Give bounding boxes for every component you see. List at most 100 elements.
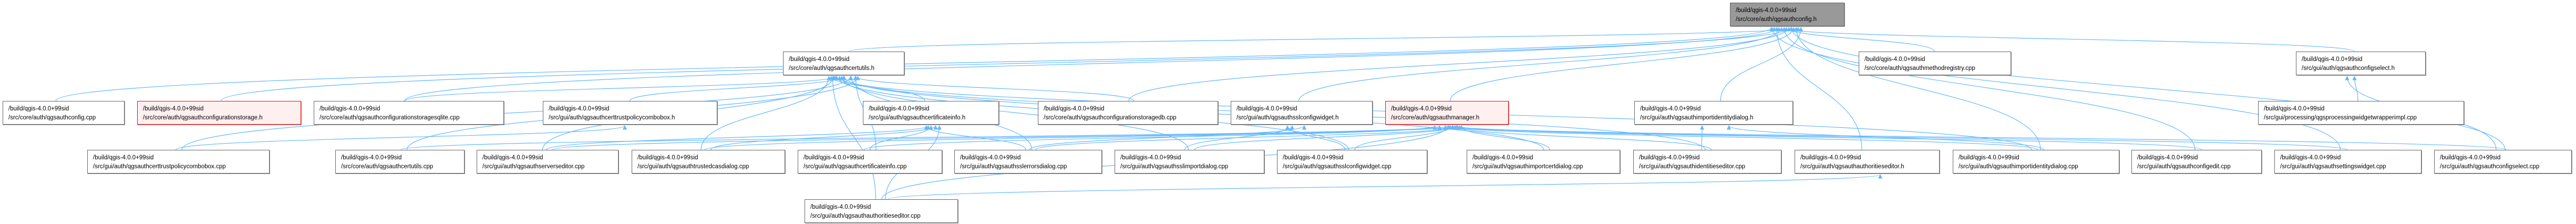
edge-serverseditor-cpp-to-certinfo-h	[545, 125, 931, 150]
node-label-line2: /src/core/auth/qgsauthconfig.cpp	[8, 115, 96, 121]
graph-node-certtrustcombo-h[interactable]: /build/qgis-4.0.0+99sid/src/gui/auth/qgs…	[543, 101, 717, 125]
graph-node-sslerrors-cpp[interactable]: /build/qgis-4.0.0+99sid/src/gui/auth/qgs…	[954, 150, 1102, 174]
node-label-line1: /build/qgis-4.0.0+99sid	[803, 155, 864, 161]
node-label-line1: /build/qgis-4.0.0+99sid	[1283, 155, 1344, 161]
node-label-line2: /src/gui/auth/qgsauthcerttrustpolicycomb…	[93, 164, 226, 170]
node-label-line2: /src/gui/auth/qgsauthconfigedit.cpp	[2137, 164, 2231, 170]
node-label-line1: /build/qgis-4.0.0+99sid	[2137, 155, 2198, 161]
node-label-line1: /build/qgis-4.0.0+99sid	[1640, 106, 1701, 112]
node-label-line2: /src/gui/auth/qgsauthsettingswidget.cpp	[2280, 164, 2386, 170]
node-label-line2: /src/gui/auth/qgsauthimportcertdialog.cp…	[1472, 164, 1583, 170]
edge-cfgstoragedb-cpp-to-certutils-h	[853, 76, 1135, 101]
edge-sslerrors-cpp-to-certinfo-h	[924, 125, 1026, 150]
edge-importidentity-cpp-to-config-h	[1794, 27, 2041, 150]
edge-configselect-h-to-config-h	[1772, 27, 2355, 52]
edge-trustedcas-cpp-to-certinfo-h	[710, 125, 938, 150]
node-label-line2: /src/gui/processing/qgsprocessingwidgetw…	[2264, 115, 2417, 121]
edge-certinfo-cpp-to-manager-h	[863, 125, 1437, 150]
node-label-line1: /build/qgis-4.0.0+99sid	[789, 56, 850, 63]
node-label-line2: /src/gui/auth/qgsauthconfigselect.cpp	[2440, 164, 2540, 170]
graph-node-authoritieseditor-h[interactable]: /build/qgis-4.0.0+99sid/src/gui/auth/qgs…	[1795, 150, 1940, 174]
node-label-line1: /build/qgis-4.0.0+99sid	[1472, 155, 1533, 161]
edge-certutils-h-to-config-h	[849, 27, 1800, 52]
graph-node-importidentity-h[interactable]: /build/qgis-4.0.0+99sid/src/gui/auth/qgs…	[1634, 101, 1793, 125]
edge-sslconfigwidget-cpp-to-sslconfigwidget-h	[1285, 125, 1346, 150]
edge-configselect-cpp-to-manager-h	[1451, 125, 2507, 150]
edge-sslimport-cpp-to-certutils-h	[839, 76, 1189, 150]
edge-manager-h-to-config-h	[1449, 27, 1796, 101]
graph-node-config-cpp[interactable]: /build/qgis-4.0.0+99sid/src/core/auth/qg…	[3, 101, 125, 125]
graph-node-importidentity-cpp[interactable]: /build/qgis-4.0.0+99sid/src/gui/auth/qgs…	[1953, 150, 2119, 174]
edge-certtrustcombo-h-to-certutils-h	[629, 76, 846, 101]
node-label-line2: /src/gui/auth/qgsauthsslconfigwidget.cpp	[1283, 164, 1392, 170]
node-label-line2: /src/gui/auth/qgsauthsslerrorsdialog.cpp	[960, 164, 1067, 170]
graph-node-importcert-cpp[interactable]: /build/qgis-4.0.0+99sid/src/gui/auth/qgs…	[1467, 150, 1620, 174]
graph-node-certinfo-cpp[interactable]: /build/qgis-4.0.0+99sid/src/gui/auth/qgs…	[798, 150, 942, 174]
edge-cfgstoragesqlite-cpp-to-certutils-h	[404, 76, 838, 101]
node-label-line2: /src/core/auth/qgsauthcertutils.h	[789, 65, 874, 72]
edge-certtrustcombo-cpp-to-certtrustcombo-h	[175, 125, 627, 150]
graph-node-certinfo-h[interactable]: /build/qgis-4.0.0+99sid/src/gui/auth/qgs…	[863, 101, 999, 125]
node-label-line2: /src/gui/auth/qgsauthimportidentitydialo…	[1640, 115, 1754, 121]
edge-authoritieseditor-cpp-to-authoritieseditor-h	[887, 174, 1882, 200]
graph-node-procwrapper-cpp[interactable]: /build/qgis-4.0.0+99sid/src/gui/processi…	[2258, 101, 2464, 125]
node-label-line1: /build/qgis-4.0.0+99sid	[482, 155, 543, 161]
graph-node-serverseditor-cpp[interactable]: /build/qgis-4.0.0+99sid/src/gui/auth/qgs…	[477, 150, 619, 174]
node-label-line2: /src/core/auth/qgsauthcertutils.cpp	[341, 164, 434, 170]
edge-authoritieseditor-h-to-config-h	[1774, 27, 1862, 150]
node-label-line1: /build/qgis-4.0.0+99sid	[2302, 56, 2363, 63]
graph-node-manager-h[interactable]: /build/qgis-4.0.0+99sid/src/core/auth/qg…	[1385, 101, 1509, 125]
edge-settingswidget-cpp-to-manager-h	[1443, 125, 2348, 150]
graph-node-configedit-cpp[interactable]: /build/qgis-4.0.0+99sid/src/gui/auth/qgs…	[2131, 150, 2262, 174]
node-label-line1: /build/qgis-4.0.0+99sid	[1959, 155, 2019, 161]
node-label-line2: /src/gui/auth/qgsauthauthoritieseditor.h	[1800, 164, 1904, 170]
node-label-line1: /build/qgis-4.0.0+99sid	[1120, 155, 1181, 161]
node-label-line1: /build/qgis-4.0.0+99sid	[810, 204, 871, 210]
node-label-line1: /build/qgis-4.0.0+99sid	[341, 155, 402, 161]
edge-importcert-cpp-to-manager-h	[1457, 125, 1550, 150]
edge-cfgstoragedb-cpp-to-config-h	[1128, 27, 1791, 101]
node-label-line1: /build/qgis-4.0.0+99sid	[1237, 106, 1297, 112]
edge-certtrustcombo-cpp-to-certutils-h	[181, 76, 853, 150]
graph-node-certtrustcombo-cpp[interactable]: /build/qgis-4.0.0+99sid/src/gui/auth/qgs…	[87, 150, 270, 174]
node-label-line1: /build/qgis-4.0.0+99sid	[1864, 56, 1925, 63]
node-label-line1: /build/qgis-4.0.0+99sid	[1736, 7, 1797, 14]
node-label-line2: /src/core/auth/qgsauthconfig.h	[1736, 16, 1817, 23]
graph-node-identitieseditor-cpp[interactable]: /build/qgis-4.0.0+99sid/src/gui/auth/qgs…	[1633, 150, 1781, 174]
node-label-line2: /src/gui/auth/qgsauthcertificateinfo.cpp	[803, 164, 907, 170]
node-label-line1: /build/qgis-4.0.0+99sid	[1639, 155, 1700, 161]
graph-node-cfgstoragedb-cpp[interactable]: /build/qgis-4.0.0+99sid/src/core/auth/qg…	[1038, 101, 1218, 125]
node-label-line2: /src/core/auth/qgsauthconfigurationstora…	[1044, 115, 1177, 121]
graph-node-cfgstoragesqlite-cpp[interactable]: /build/qgis-4.0.0+99sid/src/core/auth/qg…	[314, 101, 504, 125]
node-label-line2: /src/core/auth/qgsauthconfigurationstora…	[143, 115, 263, 121]
node-label-line1: /build/qgis-4.0.0+99sid	[960, 155, 1021, 161]
graph-node-certutils-h[interactable]: /build/qgis-4.0.0+99sid/src/core/auth/qg…	[783, 52, 904, 75]
graph-node-authoritieseditor-cpp[interactable]: /build/qgis-4.0.0+99sid/src/gui/auth/qgs…	[805, 199, 958, 223]
edge-configselect-cpp-to-config-h	[1789, 27, 2506, 150]
node-label-line2: /src/gui/auth/qgsauthtrustedcasdialog.cp…	[637, 164, 749, 170]
graph-node-sslimport-cpp[interactable]: /build/qgis-4.0.0+99sid/src/gui/auth/qgs…	[1115, 150, 1264, 174]
graph-node-cfgstorage-h[interactable]: /build/qgis-4.0.0+99sid/src/core/auth/qg…	[137, 101, 301, 125]
graph-node-methodregistry-cpp[interactable]: /build/qgis-4.0.0+99sid/src/core/auth/qg…	[1859, 52, 2011, 75]
node-label-line1: /build/qgis-4.0.0+99sid	[1800, 155, 1861, 161]
graph-node-sslconfigwidget-h[interactable]: /build/qgis-4.0.0+99sid/src/gui/auth/qgs…	[1231, 101, 1373, 125]
node-label-line1: /build/qgis-4.0.0+99sid	[869, 106, 930, 112]
edge-configedit-cpp-to-config-h	[1781, 27, 2196, 150]
edge-authoritieseditor-cpp-to-certutils-h	[830, 76, 877, 200]
node-label-line1: /build/qgis-4.0.0+99sid	[1391, 106, 1452, 112]
graph-node-configselect-h[interactable]: /build/qgis-4.0.0+99sid/src/gui/auth/qgs…	[2296, 52, 2426, 75]
node-label-line2: /src/core/auth/qgsauthmethodregistry.cpp	[1864, 65, 1975, 72]
graph-node-sslconfigwidget-cpp[interactable]: /build/qgis-4.0.0+99sid/src/gui/auth/qgs…	[1277, 150, 1427, 174]
node-label-line2: /src/gui/auth/qgsauthconfigselect.h	[2302, 65, 2395, 72]
node-label-line1: /build/qgis-4.0.0+99sid	[93, 155, 154, 161]
node-label-line1: /build/qgis-4.0.0+99sid	[637, 155, 698, 161]
edge-certinfo-cpp-to-certinfo-h	[869, 125, 933, 150]
graph-node-settingswidget-cpp[interactable]: /build/qgis-4.0.0+99sid/src/gui/auth/qgs…	[2274, 150, 2422, 174]
graph-node-configselect-cpp[interactable]: /build/qgis-4.0.0+99sid/src/gui/auth/qgs…	[2434, 150, 2572, 174]
graph-node-config-h[interactable]: /build/qgis-4.0.0+99sid/src/core/auth/qg…	[1730, 3, 1845, 26]
node-label-line2: /src/gui/auth/qgsauthcertificateinfo.h	[869, 115, 966, 121]
graph-node-trustedcas-cpp[interactable]: /build/qgis-4.0.0+99sid/src/gui/auth/qgs…	[632, 150, 785, 174]
graph-node-certutils-cpp[interactable]: /build/qgis-4.0.0+99sid/src/core/auth/qg…	[335, 150, 465, 174]
